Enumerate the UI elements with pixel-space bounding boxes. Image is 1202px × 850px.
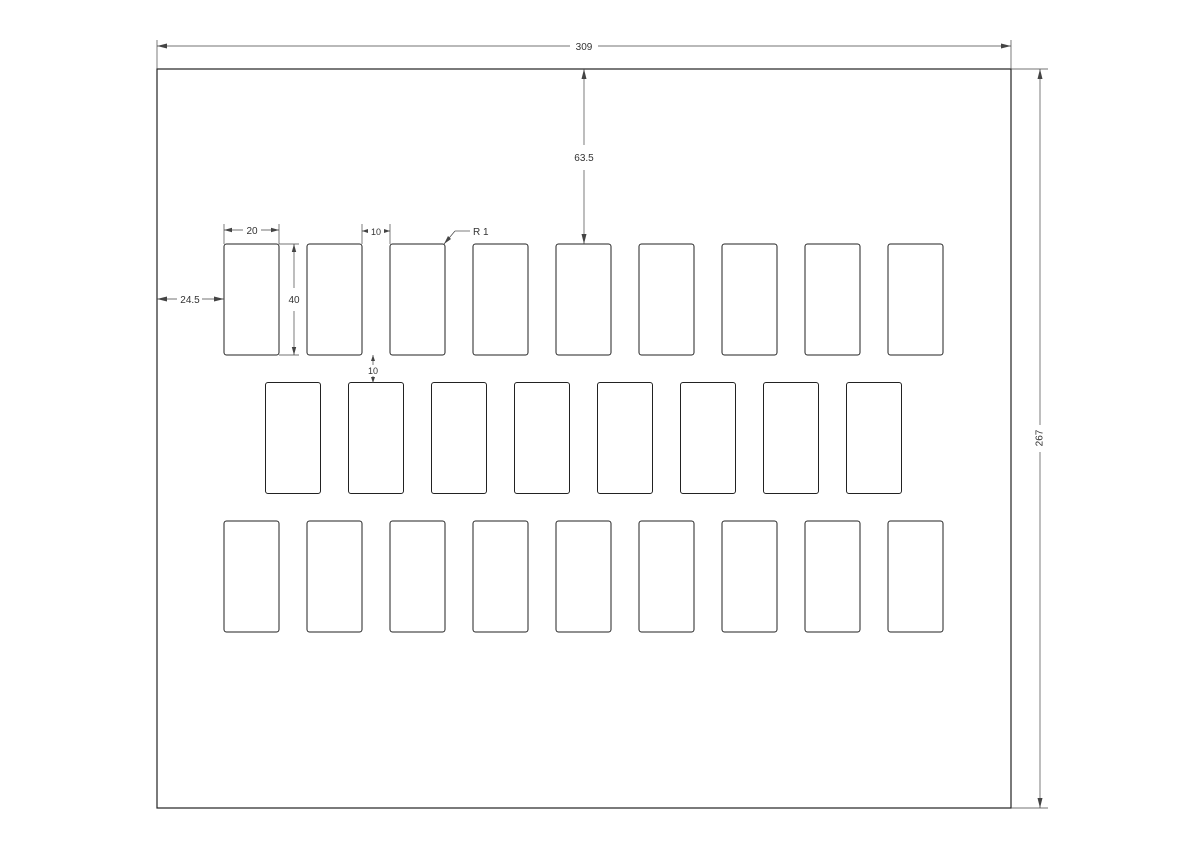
corner-radius-leader: R 1 (443, 227, 489, 245)
top-offset-dimension: 63.5 (574, 69, 594, 244)
slot-row2-7 (763, 382, 819, 494)
slot-row3-7 (721, 520, 778, 633)
slot-row3-6 (638, 520, 695, 633)
slot-row1-7 (721, 243, 778, 356)
slot-row2-5 (597, 382, 653, 494)
overall-width-label: 309 (576, 42, 593, 53)
slot-height-label: 40 (288, 295, 300, 306)
corner-radius-label: R 1 (473, 227, 489, 238)
slot-pattern (223, 243, 944, 633)
slot-row2-2 (348, 382, 404, 494)
slot-gap-label: 10 (371, 227, 381, 237)
slot-row3-1 (223, 520, 280, 633)
overall-height-label: 267 (1035, 429, 1046, 446)
slot-row1-6 (638, 243, 695, 356)
slot-height-dimension: 40 (279, 243, 300, 356)
slot-row3-8 (804, 520, 861, 633)
slot-row2-4 (514, 382, 570, 494)
slot-row1-2 (306, 243, 363, 356)
slot-row1-9 (887, 243, 944, 356)
left-offset-dimension: 24.5 (157, 295, 224, 306)
slot-row3-4 (472, 520, 529, 633)
slot-row2-1 (265, 382, 321, 494)
slot-row1-4 (472, 243, 529, 356)
slot-row1-3 (389, 243, 446, 356)
slot-row3-2 (306, 520, 363, 633)
slot-row1-5 (555, 243, 612, 356)
overall-width-dimension: 309 (156, 40, 1012, 69)
top-offset-label: 63.5 (574, 153, 594, 164)
left-offset-label: 24.5 (180, 295, 200, 306)
slot-row3-3 (389, 520, 446, 633)
slot-row2-8 (846, 382, 902, 494)
slot-width-label: 20 (246, 226, 258, 237)
slot-row3-9 (887, 520, 944, 633)
slot-row1-8 (804, 243, 861, 356)
row-gap-label: 10 (368, 366, 378, 376)
slot-row3-5 (555, 520, 612, 633)
slot-row1-1 (223, 243, 280, 356)
slot-width-dimension: 20 (223, 224, 280, 244)
row-gap-dimension: 10 (368, 355, 378, 383)
slot-row2-6 (680, 382, 736, 494)
overall-height-dimension: 267 (1011, 68, 1048, 809)
slot-gap-dimension: 10 (361, 224, 391, 244)
slot-row2-3 (431, 382, 487, 494)
